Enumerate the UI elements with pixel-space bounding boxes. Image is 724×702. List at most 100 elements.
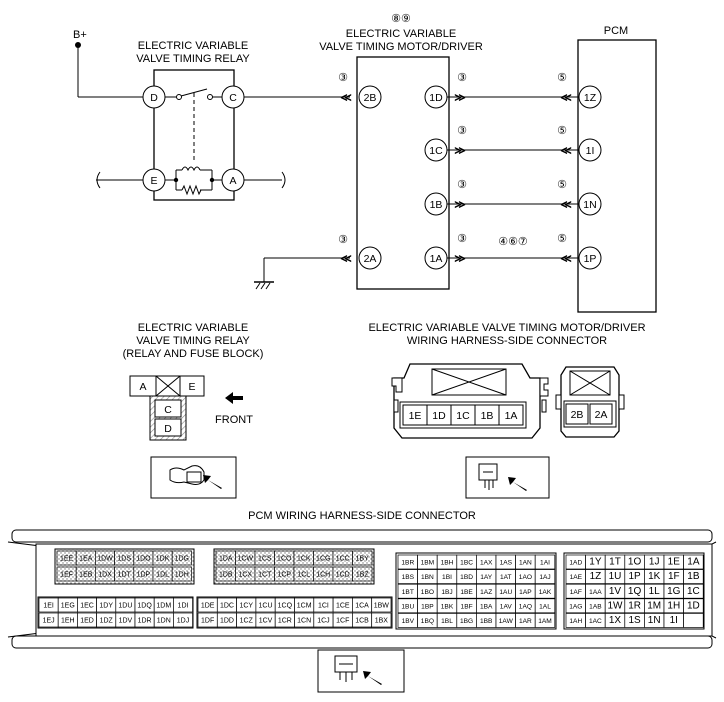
pcm-pin-label: 1AB (589, 603, 602, 610)
pcm-pin-label: 1AL (539, 603, 551, 610)
pcm-pin-label: 1BB (480, 618, 493, 625)
svg-text:1C: 1C (429, 145, 443, 157)
pcm-pin-label: 1DI (178, 603, 189, 610)
svg-text:1Z: 1Z (584, 92, 597, 104)
svg-text:⑤: ⑤ (557, 233, 567, 245)
connector-view-icon (150, 456, 237, 499)
connector-view-icon (317, 649, 405, 693)
pcm-pin-label: 1CF (336, 618, 349, 625)
front-label: FRONT (215, 414, 253, 426)
pcm-pin-label: 1U (609, 571, 622, 582)
motor-notes: ⑧⑨ (391, 13, 411, 25)
svg-text:⑤: ⑤ (557, 125, 567, 137)
pcm-pin-label: 1CX (238, 572, 252, 579)
pcm-pin-label: 1AP (519, 589, 532, 596)
pcm-pin-label: 1DS (117, 556, 131, 563)
pcm-pin-label: 1AS (500, 560, 513, 567)
pcm-pin-label: 1BG (460, 618, 473, 625)
pcm-pin-label: 1CJ (317, 618, 329, 625)
pcm-pin-label: 1AU (499, 589, 512, 596)
pcm-pin-label: 1AM (538, 618, 552, 625)
pcm-pin-label: 1DM (156, 603, 171, 610)
pcm-pin-label: 1AY (480, 574, 493, 581)
pcm-pin-cell (171, 566, 192, 582)
svg-text:≪: ≪ (340, 253, 352, 265)
pcm-pin-1i (578, 138, 602, 162)
pcm-pin-label: 1BQ (421, 618, 434, 625)
pcm-pin-label: 1S (628, 615, 641, 626)
motor-title-2: VALVE TIMING MOTOR/DRIVER (319, 41, 483, 53)
pcm-pin-label: 1CV (259, 618, 273, 625)
pcm-pin-label: 1DZ (100, 618, 114, 625)
pcm-pin-label: 1Q (628, 586, 642, 597)
pcm-pin-cell (173, 597, 193, 613)
pcm-pin-label: 1DR (138, 618, 152, 625)
svg-text:1D: 1D (429, 92, 443, 104)
relay-block-e: E (188, 381, 195, 393)
svg-text:③: ③ (457, 233, 467, 245)
pcm-pin-label: 1CA (355, 603, 369, 610)
svg-text:≪: ≪ (560, 92, 572, 104)
pcm-box (577, 39, 657, 313)
pcm-pin-label: 1ED (80, 618, 94, 625)
pcm-pin-label: 1DU (118, 603, 132, 610)
pcm-pin-label: 1AK (539, 589, 552, 596)
pcm-pin-label: 1CQ (278, 603, 293, 610)
pcm-pin-cell (352, 566, 373, 582)
motor-main-connector: 1E 1D 1C 1B 1A (391, 363, 549, 439)
pcm-pin-label: 1BV (402, 618, 415, 625)
svg-text:③: ③ (338, 234, 348, 246)
pcm-pin-label: 1EG (61, 603, 75, 610)
pcm-pin-label: 1CT (258, 572, 272, 579)
pcm-pin-label: 1BA (480, 603, 493, 610)
relay-block-connector: A E C D (129, 375, 205, 441)
pcm-pin-label: 1Y (589, 557, 602, 568)
pcm-pin-cell (534, 583, 556, 599)
motor-driver-box (356, 56, 450, 290)
pcm-pin-label: 1O (628, 557, 642, 568)
pcm-pin-label: 1BN (421, 574, 434, 581)
svg-text:2A: 2A (595, 409, 608, 421)
svg-text:③: ③ (457, 72, 467, 84)
pcm-pin-label: 1DN (157, 618, 171, 625)
svg-text:1A: 1A (505, 410, 518, 422)
pcm-pin-label: 1EB (79, 572, 93, 579)
pcm-pin-label: 1EJ (43, 618, 55, 625)
pcm-pin-label: 1D (687, 600, 700, 611)
pcm-pin-label: 1BJ (441, 589, 452, 596)
pcm-pin-label: 1J (649, 557, 660, 568)
svg-text:1B: 1B (430, 199, 443, 211)
pcm-pin-label: 1CM (297, 603, 312, 610)
pcm-pin-label: 1DV (119, 618, 133, 625)
svg-text:≫: ≫ (454, 253, 466, 265)
relay-title-1: ELECTRIC VARIABLE (138, 40, 248, 52)
motor-pin-2a (358, 246, 382, 270)
pcm-pin-label: 1AH (569, 618, 582, 625)
pcm-pin-cell (371, 597, 392, 613)
pcm-pin-label: 1DX (98, 572, 112, 579)
pcm-pin-label: 1AR (519, 618, 532, 625)
pcm-pin-label: 1AG (569, 603, 582, 610)
pcm-pin-label: 1AE (570, 574, 583, 581)
pcm-pin-label: 1DB (219, 572, 233, 579)
pcm-pin-cell (371, 612, 392, 628)
pcm-pin-label: 1DO (136, 556, 151, 563)
pcm-pin-label: 1CD (336, 572, 350, 579)
pcm-pin-label: 1DQ (137, 603, 152, 610)
svg-text:≪: ≪ (560, 199, 572, 211)
relay-conn-title-3: (RELAY AND FUSE BLOCK) (123, 348, 264, 360)
svg-text:⑤: ⑤ (557, 72, 567, 84)
svg-text:≪: ≪ (340, 92, 352, 104)
svg-text:③: ③ (457, 125, 467, 137)
pcm-pin-label: 1BT (402, 589, 414, 596)
pcm-pin-label: 1CW (237, 556, 253, 563)
pcm-pin-label: 1DT (118, 572, 132, 579)
pcm-pin-label: 1AJ (539, 574, 550, 581)
pcm-pin-label: 1CL (297, 572, 310, 579)
pcm-pin-label: 1EC (80, 603, 94, 610)
pcm-pin-label: 1BX (375, 618, 389, 625)
svg-text:1C: 1C (456, 410, 470, 422)
pcm-pin-label: 1Z (590, 571, 602, 582)
pcm-pin-label: 1EE (60, 556, 74, 563)
